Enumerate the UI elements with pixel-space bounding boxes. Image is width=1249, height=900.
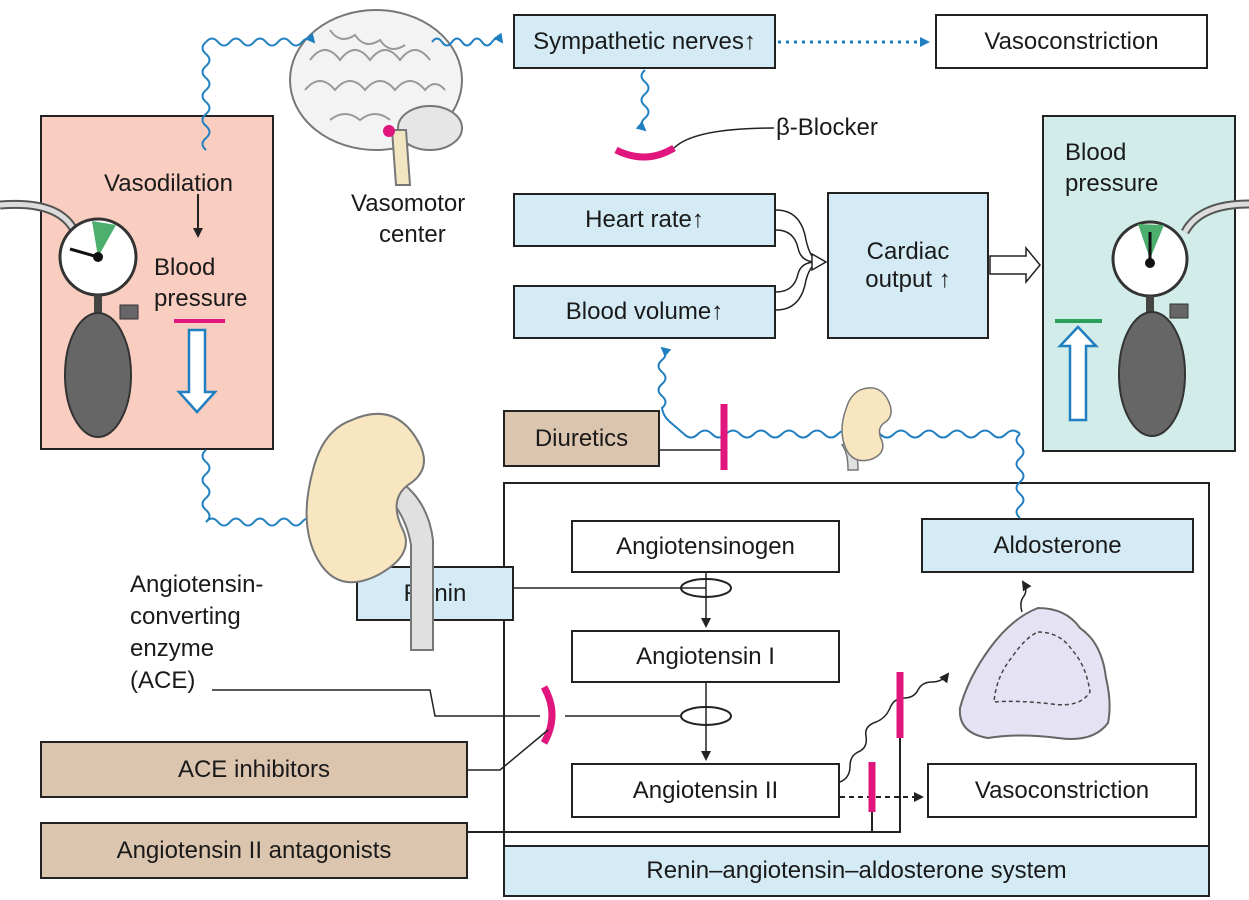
at2-antagonist-leader	[468, 738, 901, 833]
small-kidney-icon	[840, 387, 892, 471]
left-blood-pressure-line2: pressure	[154, 285, 248, 313]
up-arrow-icon: ↑	[711, 298, 724, 326]
heart-rate-box: Heart rate↑	[513, 193, 776, 247]
ace-inhibitor-leader	[468, 729, 549, 771]
signal-sympathetic-to-heart	[635, 69, 650, 132]
merge-arrow	[775, 209, 822, 263]
raas-system-label-box: Renin–angiotensin–aldosterone system	[503, 845, 1210, 897]
kidney-icon	[305, 412, 434, 651]
left-blood-pressure-line1: Blood	[154, 254, 216, 281]
angiotensin-2-box: Angiotensin II	[571, 763, 840, 818]
raas-system-label-text: Renin–angiotensin–aldosterone system	[646, 857, 1067, 885]
vasoconstriction-top-box: Vasoconstriction	[935, 14, 1208, 69]
sympathetic-nerves-box: Sympathetic nerves↑	[513, 14, 776, 69]
vasomotor-line2: center	[379, 221, 446, 249]
left-blood-pressure-label: Blood pressure	[154, 252, 247, 314]
heart-rate-text: Heart rate	[585, 206, 692, 234]
vasodilation-label: Vasodilation	[104, 170, 233, 197]
ace-inhibitor-arc	[540, 685, 556, 745]
ace-label: Angiotensin- converting enzyme (ACE)	[130, 569, 263, 697]
cardiac-to-pressure-arrow	[989, 245, 1041, 285]
right-blood-pressure-label: Blood pressure	[1065, 137, 1158, 199]
left-gauge-icon	[0, 199, 139, 438]
cardiac-output-line1: Cardiac	[866, 237, 950, 265]
ace-inhibitors-text: ACE inhibitors	[177, 755, 331, 783]
vasoconstriction-top-text: Vasoconstriction	[984, 27, 1159, 55]
angiotensinogen-text: Angiotensinogen	[616, 532, 795, 560]
beta-blocker-leader	[673, 127, 775, 149]
pressure-down-arrow	[176, 328, 218, 414]
angiotensin-2-to-adrenal	[839, 672, 950, 783]
beta-blocker-label: β-Blocker	[776, 114, 878, 141]
ace-inhibitors-box: ACE inhibitors	[40, 741, 468, 798]
renin-box: Renin	[356, 566, 514, 621]
aldosterone-box: Aldosterone	[921, 518, 1194, 573]
signal-top-to-brain	[205, 32, 316, 47]
up-arrow-icon: ↑	[691, 206, 704, 234]
signal-panel-to-kidney	[201, 449, 211, 523]
ace-enzyme-ring	[680, 706, 732, 726]
aldosterone-text: Aldosterone	[993, 531, 1122, 559]
beta-blocker-arc	[614, 144, 676, 161]
ace-label-leader	[212, 689, 540, 717]
up-arrow-icon: ↑	[743, 27, 756, 55]
ace-line3: enzyme	[130, 634, 215, 662]
ace-line2: converting	[130, 602, 241, 630]
right-blood-pressure-line2: pressure	[1065, 170, 1159, 198]
vasoconstriction-raas-text: Vasoconstriction	[974, 776, 1150, 804]
ace-line1: Angiotensin-	[130, 571, 264, 598]
right-blood-pressure-line1: Blood	[1065, 139, 1127, 166]
diuretics-box: Diuretics	[503, 410, 660, 467]
signal-aldosterone-to-volume	[1015, 433, 1025, 519]
up-arrow-icon: ↑	[938, 265, 951, 293]
angiotensin-1-text: Angiotensin I	[636, 642, 775, 670]
signal-panel-to-brain	[201, 41, 211, 151]
vasomotor-line1: Vasomotor	[351, 190, 466, 217]
adrenal-gland-icon	[958, 580, 1111, 740]
angiotensin-1-box: Angiotensin I	[571, 630, 840, 683]
signal-up-to-volume	[657, 346, 685, 435]
renin-enzyme-ring	[680, 578, 732, 598]
blood-volume-box: Blood volume↑	[513, 285, 776, 339]
ace-line4: (ACE)	[130, 666, 196, 694]
cardiac-output-line2-wrap: output ↑	[865, 266, 950, 294]
angiotensin-2-text: Angiotensin II	[632, 776, 779, 804]
at2-antagonists-text: Angiotensin II antagonists	[116, 836, 392, 864]
cardiac-output-line2: output	[865, 265, 933, 293]
signal-to-kidney	[205, 517, 328, 532]
right-gauge-icon	[1111, 199, 1249, 437]
blood-volume-text: Blood volume	[565, 298, 712, 326]
diuretics-text: Diuretics	[534, 424, 629, 452]
angiotensinogen-box: Angiotensinogen	[571, 520, 840, 573]
at2-antagonists-box: Angiotensin II antagonists	[40, 822, 468, 879]
vasomotor-center-label: Vasomotor center	[351, 188, 465, 250]
sympathetic-nerves-text: Sympathetic nerves	[533, 27, 744, 55]
signal-brain-to-sympathetic	[431, 32, 504, 47]
pressure-up-arrow	[1057, 325, 1099, 422]
vasoconstriction-raas-box: Vasoconstriction	[927, 763, 1197, 818]
cardiac-output-box: Cardiac output ↑	[827, 192, 989, 339]
brain-icon	[289, 9, 463, 186]
